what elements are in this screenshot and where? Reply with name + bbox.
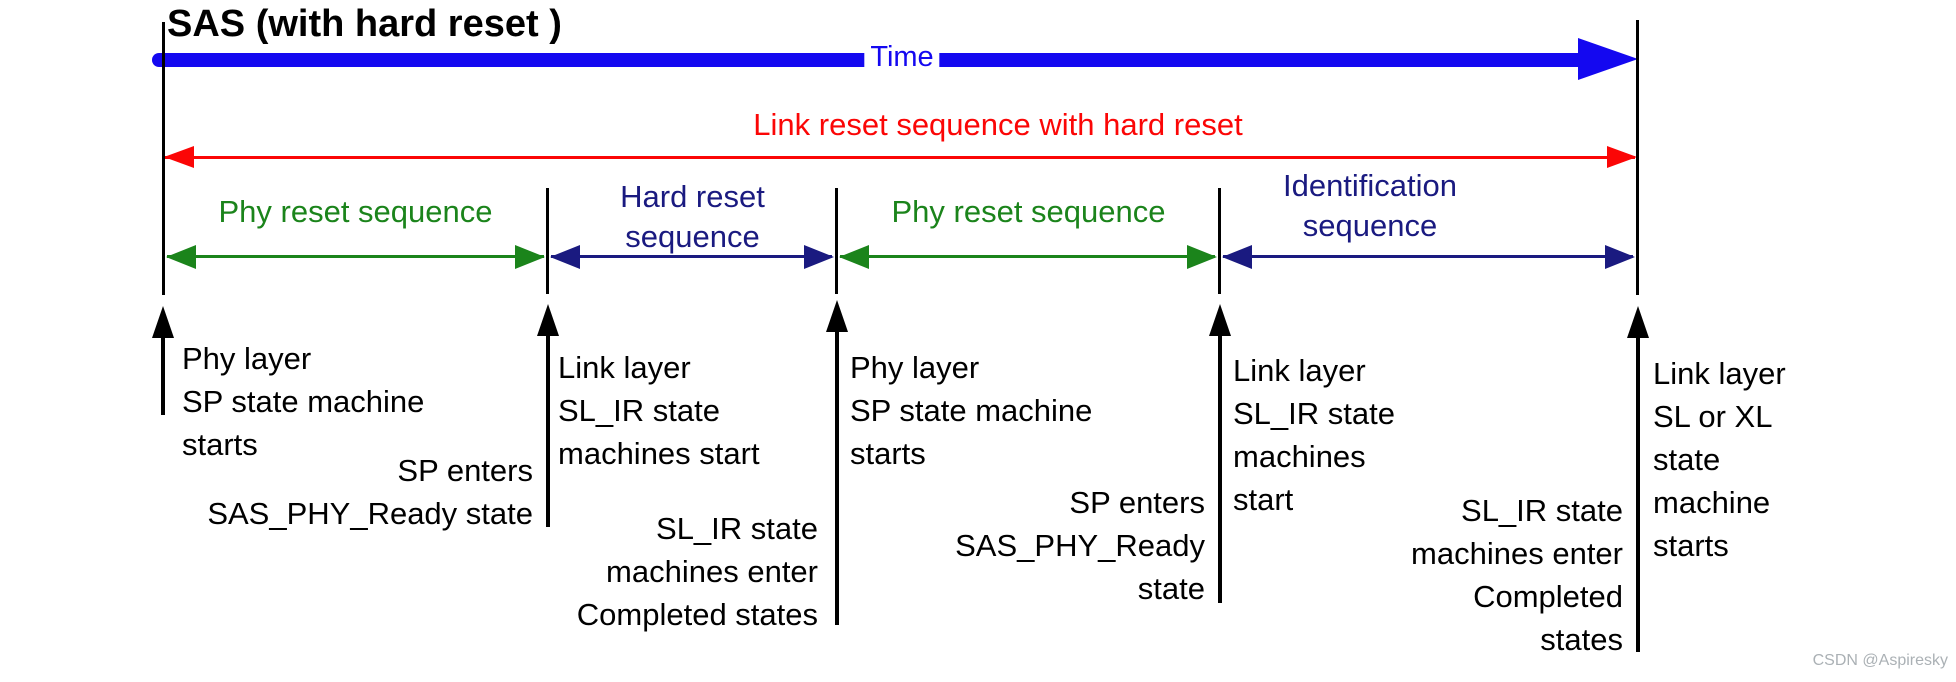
link-reset-sequence-label: Link reset sequence with hard reset	[753, 107, 1243, 142]
boundary-line-end	[1636, 20, 1639, 295]
event-arrow-up-icon	[1209, 304, 1231, 336]
event-arrow-up-icon	[537, 304, 559, 336]
boundary-line-1	[546, 188, 549, 294]
annotation-hard-reset-end: SL_IR state machines enter Completed sta…	[576, 511, 818, 632]
boundary-line-start	[162, 22, 165, 295]
event-arrow-tail	[161, 334, 165, 415]
segment-label-phy-reset-2: Phy reset sequence	[891, 194, 1166, 229]
arrowhead-left-icon	[1222, 245, 1252, 269]
diagram-title: SAS (with hard reset )	[167, 3, 562, 45]
segment-arrow-phy-reset-1	[167, 255, 544, 258]
link-reset-arrowhead-left-icon	[164, 146, 194, 168]
annotation-phy1-start: Phy layer SP state machine starts	[182, 341, 425, 462]
arrowhead-right-icon	[1187, 245, 1217, 269]
boundary-line-2	[835, 188, 838, 294]
link-reset-arrow-line	[165, 156, 1635, 159]
event-arrow-up-icon	[1627, 306, 1649, 338]
annotation-ident-start: Link layer SL_IR state machines start	[1233, 353, 1395, 517]
event-arrow-tail	[835, 328, 839, 625]
segment-arrow-identification	[1223, 255, 1633, 258]
annotation-phy1-end: SP enters SAS_PHY_Ready state	[207, 453, 533, 531]
segment-arrow-hard-reset	[551, 255, 832, 258]
event-arrow-up-icon	[152, 306, 174, 338]
annotation-final-start: Link layer SL or XL state machine starts	[1653, 356, 1786, 563]
link-reset-arrowhead-right-icon	[1607, 146, 1637, 168]
arrowhead-left-icon	[839, 245, 869, 269]
segment-label-phy-reset-1: Phy reset sequence	[218, 194, 493, 229]
annotation-hard-reset-start: Link layer SL_IR state machines start	[558, 350, 760, 471]
segment-label-identification: Identification sequence	[1282, 168, 1458, 243]
arrowhead-left-icon	[166, 245, 196, 269]
arrowhead-right-icon	[515, 245, 545, 269]
csdn-watermark: CSDN @Aspiresky	[1812, 652, 1948, 669]
event-arrow-up-icon	[826, 300, 848, 332]
time-axis-arrowhead-icon	[1578, 38, 1638, 80]
annotation-phy2-end: SP enters SAS_PHY_Ready state	[955, 485, 1205, 606]
segment-arrow-phy-reset-2	[840, 255, 1215, 258]
boundary-line-3	[1218, 188, 1221, 294]
annotation-phy2-start: Phy layer SP state machine starts	[850, 350, 1093, 471]
event-arrow-tail	[1636, 334, 1640, 652]
segment-label-hard-reset: Hard reset sequence	[620, 179, 765, 254]
arrowhead-right-icon	[1605, 245, 1635, 269]
arrowhead-right-icon	[804, 245, 834, 269]
event-arrow-tail	[546, 332, 550, 527]
arrowhead-left-icon	[550, 245, 580, 269]
annotation-ident-end: SL_IR state machines enter Completed sta…	[1411, 493, 1623, 657]
time-axis-label: Time	[864, 43, 940, 72]
event-arrow-tail	[1218, 332, 1222, 603]
